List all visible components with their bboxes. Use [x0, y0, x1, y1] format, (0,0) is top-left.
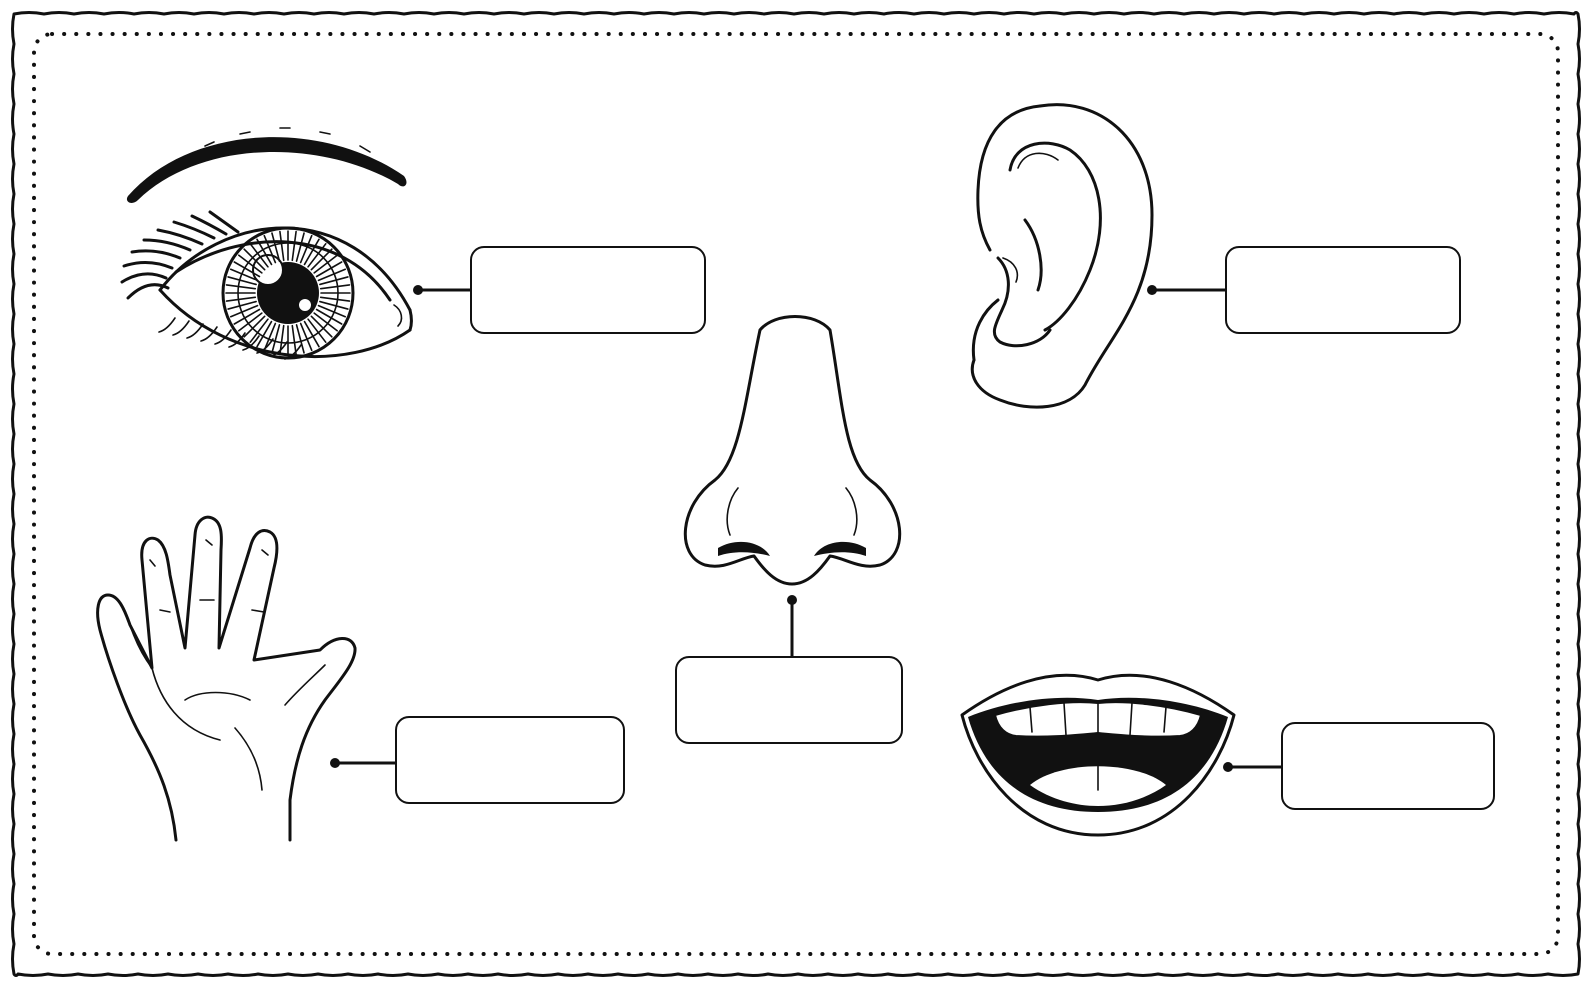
mouth-answer-box[interactable] [1281, 722, 1495, 810]
hand-icon [96, 515, 357, 842]
nose-icon [683, 315, 902, 586]
nose-answer-box[interactable] [675, 656, 903, 744]
nose-connector [787, 595, 797, 660]
hand-connector [330, 758, 399, 768]
mouth-icon [960, 673, 1236, 837]
ear-answer-box[interactable] [1225, 246, 1461, 334]
ear-icon [970, 103, 1154, 409]
wavy-border [11, 11, 1581, 977]
eye-answer-box[interactable] [470, 246, 706, 334]
eye-connector [413, 285, 475, 295]
hand-answer-box[interactable] [395, 716, 625, 804]
mouth-connector [1223, 762, 1285, 772]
eye-icon [120, 127, 413, 360]
dotted-border [32, 32, 1560, 956]
ear-connector [1147, 285, 1229, 295]
